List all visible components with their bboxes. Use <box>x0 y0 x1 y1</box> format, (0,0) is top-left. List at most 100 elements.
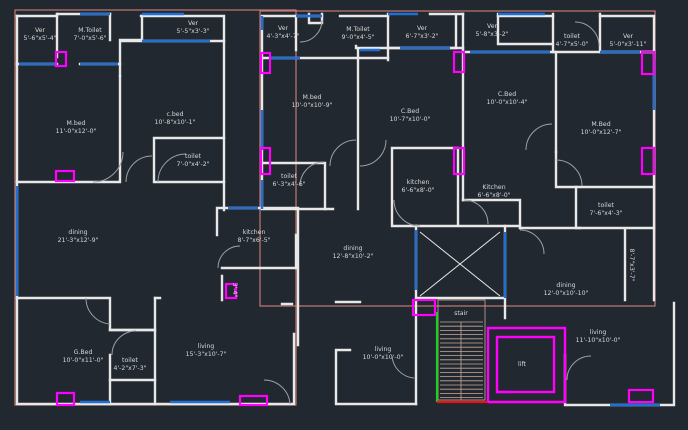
doors <box>85 19 600 405</box>
room-name: M.bed <box>67 120 86 127</box>
room-dimension: 6'-7"x3'-2" <box>406 33 439 40</box>
door-living-b <box>391 355 415 379</box>
door-mbed-a <box>92 151 124 183</box>
room-name: living <box>198 343 215 350</box>
room-dimension: 10'-0"x10'-9" <box>292 102 333 109</box>
room-name: Kitchen <box>482 184 505 191</box>
door-toilet-b <box>111 330 137 356</box>
room-labels: Ver5'-6"x5'-4"M.Toilet7'-0"x5'-6"Ver5'-5… <box>24 20 647 372</box>
wall-living-c <box>563 301 676 407</box>
room-name: dining <box>556 282 575 289</box>
side-dimension-label: 3'-4" <box>231 283 238 298</box>
room-dimension: 15'-3"x10'-7" <box>186 351 227 358</box>
room-dimension: 5'-0"x3'-11" <box>610 41 647 48</box>
room-dimension: 4'-3"x4'-7" <box>267 33 300 40</box>
room-dimension: 5'-5"x3'-3" <box>177 28 210 35</box>
plot-boundary <box>14 9 656 406</box>
columns <box>54 50 656 407</box>
room-name: M.Toilet <box>346 26 370 33</box>
room-name: dining <box>68 229 87 236</box>
door-gbed-a <box>85 297 111 325</box>
window-mbed-b <box>270 48 380 60</box>
stair-rails <box>435 312 560 404</box>
room-name: kitchen <box>243 229 266 236</box>
column <box>452 50 466 74</box>
wall-verandah <box>55 12 144 78</box>
door-mbed-a-2 <box>125 155 153 183</box>
room-name: Ver <box>417 25 428 32</box>
room-dimension: 10'-0"x10'-4" <box>487 99 528 106</box>
door-kitchen-c <box>463 199 489 225</box>
room-dimension: 6'-3"x4'-6" <box>273 181 306 188</box>
room-dimension: 5'-8"x3'-2" <box>476 31 509 38</box>
room-name: C.Bed <box>401 108 419 115</box>
room-name: toilet <box>564 33 580 40</box>
door-cbed-a <box>157 153 187 183</box>
room-name: kitchen <box>407 179 430 186</box>
room-name: M.bed <box>303 94 322 101</box>
door-toilet-e <box>555 159 583 187</box>
lift-car <box>495 335 556 394</box>
room-dimension: 6'-6"x8'-0" <box>478 192 511 199</box>
room-name: living <box>590 329 607 336</box>
room-dimension: 4'-2"x7'-3" <box>114 365 147 372</box>
room-dimension: 21'-3"x12'-9" <box>58 237 99 244</box>
room-dimension: 6'-6"x8'-0" <box>402 187 435 194</box>
column <box>55 391 76 407</box>
column <box>238 394 269 407</box>
column <box>627 388 655 404</box>
room-name: G.Bed <box>74 349 93 356</box>
room-dimension: 10'-8"x10'-1" <box>155 119 196 126</box>
room-name: M.Bed <box>591 121 610 128</box>
column <box>259 51 272 75</box>
room-name: toilet <box>281 173 297 180</box>
column <box>640 50 656 76</box>
room-dimension: 10'-7"x10'-0" <box>390 116 431 123</box>
wall-cbed-c <box>461 50 558 230</box>
window-mbed-c <box>600 50 656 110</box>
lift-core <box>486 326 567 404</box>
wall-toilet-d <box>260 161 327 211</box>
room-name: lift <box>518 361 527 368</box>
wall-kitchen-b <box>390 146 522 228</box>
column <box>411 298 437 317</box>
room-name: Ver <box>487 23 498 30</box>
wall-living-b <box>334 348 418 406</box>
room-name: dining <box>343 245 362 252</box>
wall-misc <box>280 233 362 306</box>
door-living-a <box>263 379 291 405</box>
wall-toilet-e <box>574 185 656 302</box>
door-cbed-b <box>329 139 357 167</box>
room-dimension: 4'-7"x5'-0" <box>556 41 589 48</box>
room-name: Ver <box>35 27 46 34</box>
room-dimension: 10'-0"x11'-0" <box>63 357 104 364</box>
wall-cbed-b <box>356 46 465 202</box>
room-name: living <box>375 346 392 353</box>
door-dining-c <box>519 229 545 255</box>
room-dimension: 12'-0"x10'-10" <box>544 290 589 297</box>
column <box>224 282 238 300</box>
room-name: Ver <box>278 25 289 32</box>
door-kitchen-a <box>217 245 241 269</box>
column <box>452 146 466 176</box>
wall-living-a <box>153 274 224 302</box>
door-toilet-d <box>299 161 325 187</box>
room-dimension: 8'-7"x6'-5" <box>238 237 271 244</box>
room-dimension: 12'-8"x10'-2" <box>333 253 374 260</box>
window-stair <box>414 230 507 298</box>
column <box>259 146 272 176</box>
room-name: C.Bed <box>498 91 516 98</box>
room-dimension: 10'-0"x12'-7" <box>581 129 622 136</box>
room-name: M.Toilet <box>78 27 102 34</box>
side-dimension-label: 8'-7"x3'-7" <box>628 249 635 282</box>
room-dimension: 7'-0"x4'-2" <box>177 161 210 168</box>
column <box>54 50 68 68</box>
room-dimension: 5'-6"x5'-4" <box>24 35 57 42</box>
room-dimension: 9'-0"x4'-5" <box>342 34 375 41</box>
room-name: c.bed <box>166 111 183 118</box>
duct-void <box>419 231 501 297</box>
column <box>640 146 656 176</box>
window-top-b <box>260 12 545 150</box>
